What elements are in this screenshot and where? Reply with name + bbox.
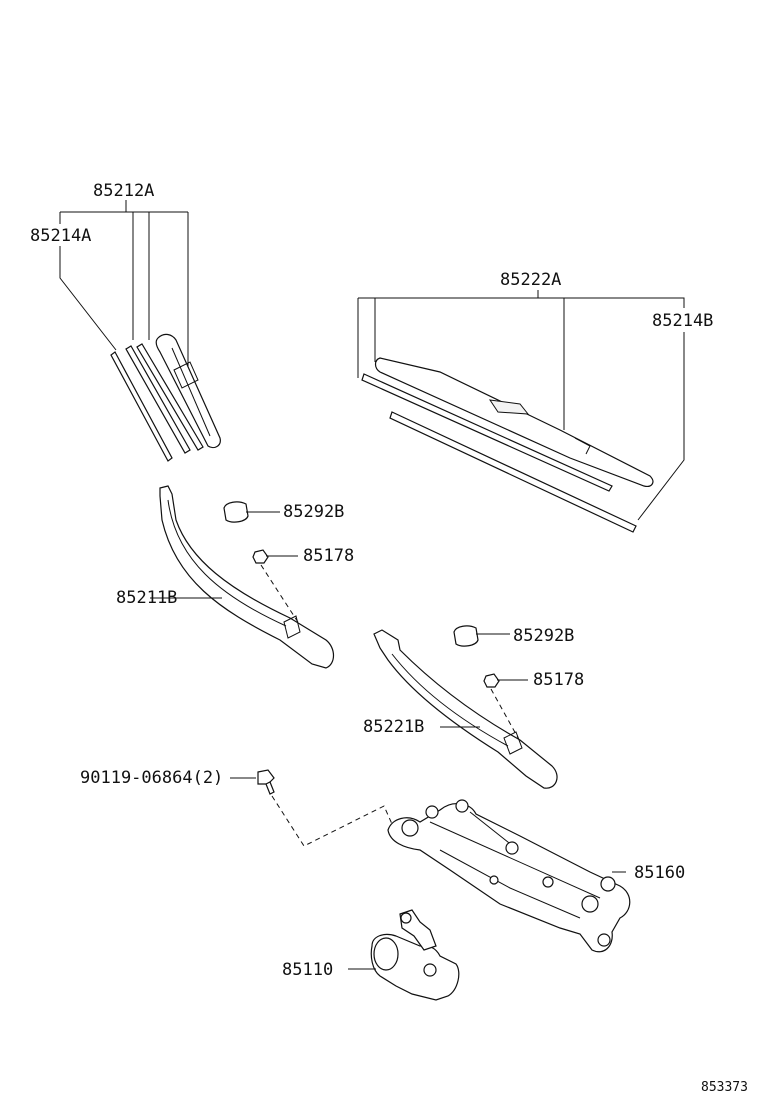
label-85212A: 85212A xyxy=(93,181,154,201)
label-85110: 85110 xyxy=(282,960,333,980)
label-85292B-lower: 85292B xyxy=(513,626,574,646)
label-85178-lower: 85178 xyxy=(533,670,584,690)
label-85222A: 85222A xyxy=(500,270,561,290)
front-arm-part xyxy=(159,485,335,669)
front-arm-group: 85211B xyxy=(116,485,335,669)
label-bolt: 90119-06864(2) xyxy=(80,768,223,788)
rear-arm-part xyxy=(373,629,558,789)
figure-code: 853373 xyxy=(701,1080,748,1095)
leader-85214B xyxy=(637,332,685,521)
rear-arm-group: 85221B xyxy=(363,629,558,789)
label-85292B-upper: 85292B xyxy=(283,502,344,522)
rear-blade-strip xyxy=(361,373,613,492)
front-blade-group: 85212A 85214A xyxy=(30,181,221,462)
rear-blade-group: 85222A 85214B xyxy=(357,270,713,533)
front-blade-strip-2 xyxy=(125,345,191,454)
front-blade-strip-3 xyxy=(136,343,204,451)
bolt-group: 90119-06864(2) xyxy=(80,768,393,847)
bracket-85222A xyxy=(358,297,685,308)
motor-group: 85110 xyxy=(282,909,460,1001)
label-85211B: 85211B xyxy=(116,588,177,608)
front-blade-body xyxy=(155,333,221,449)
cap-upper-part xyxy=(223,501,249,523)
label-85160: 85160 xyxy=(634,863,685,883)
leader-85214A xyxy=(59,246,117,351)
front-blade-rubber-strip xyxy=(110,351,173,462)
label-85221B: 85221B xyxy=(363,717,424,737)
label-85214B: 85214B xyxy=(652,311,713,331)
label-85178-upper: 85178 xyxy=(303,546,354,566)
nut-upper-part xyxy=(252,549,269,564)
rear-blade-body xyxy=(374,357,654,487)
rear-blade-rubber-strip xyxy=(389,411,637,533)
bolt-part xyxy=(257,769,275,785)
lower-cap-nut-group: 85292B 85178 xyxy=(453,625,584,775)
nut-lower-part xyxy=(483,673,500,688)
link-assembly-group: 85160 xyxy=(387,799,685,953)
label-85214A: 85214A xyxy=(30,226,91,246)
link-assembly-part xyxy=(387,803,631,953)
upper-cap-nut-group: 85292B 85178 xyxy=(223,501,354,651)
cap-lower-part xyxy=(453,625,479,647)
